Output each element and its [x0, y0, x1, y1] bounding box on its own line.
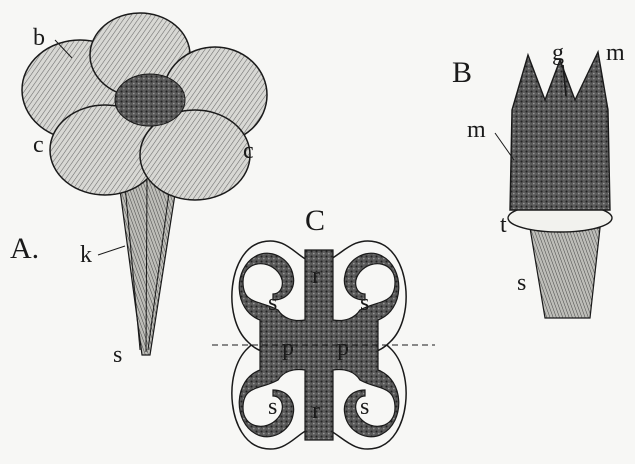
- label-s-bottom-left: s: [268, 394, 277, 420]
- panel-c-cross-section: [212, 212, 435, 449]
- label-m-top: m: [606, 40, 625, 66]
- panel-b-letter: B: [452, 56, 472, 89]
- label-m-left: m: [467, 117, 486, 143]
- label-t: t: [500, 212, 507, 238]
- label-s-bottom-right: s: [360, 394, 369, 420]
- label-g: g: [552, 40, 564, 66]
- label-s-top-left: s: [268, 290, 277, 316]
- fruit-body: [510, 52, 610, 210]
- panel-c-letter: C: [305, 204, 325, 237]
- label-c-left: c: [33, 132, 44, 158]
- label-s-a: s: [113, 342, 122, 368]
- panel-a-letter: A.: [10, 232, 39, 265]
- flower-center: [115, 74, 185, 126]
- label-k: k: [80, 242, 92, 268]
- label-p-left: p: [282, 335, 294, 361]
- label-c-right: c: [243, 138, 254, 164]
- fruit-stem: [530, 228, 600, 318]
- label-b: b: [33, 25, 45, 51]
- panel-b-fruit: [495, 52, 612, 318]
- label-s-b: s: [517, 270, 526, 296]
- label-p-right: p: [337, 335, 349, 361]
- label-s-top-right: s: [360, 290, 369, 316]
- label-r-top: r: [312, 263, 320, 289]
- panel-a-flower: [22, 13, 267, 355]
- label-r-bottom: r: [312, 398, 320, 424]
